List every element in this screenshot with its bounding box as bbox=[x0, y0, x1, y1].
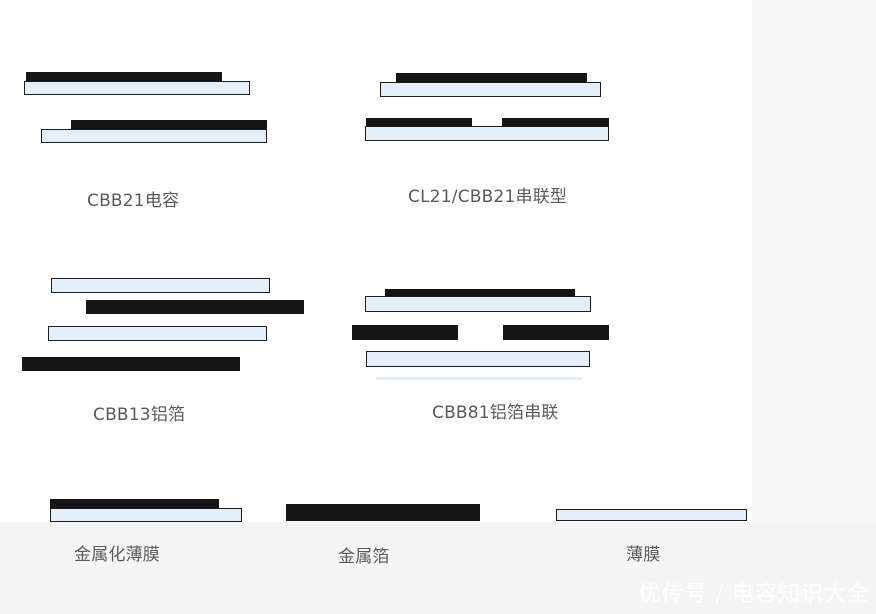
bottom-gray-panel bbox=[0, 522, 876, 614]
legend-label: 薄膜 bbox=[626, 545, 661, 565]
foil-layer bbox=[385, 289, 575, 298]
foil-layer bbox=[86, 300, 304, 314]
faint-background-text bbox=[650, 240, 654, 253]
foil-layer bbox=[286, 504, 480, 521]
film-layer bbox=[51, 278, 270, 293]
film-layer bbox=[365, 296, 591, 312]
foil-layer bbox=[396, 73, 587, 83]
foil-layer bbox=[502, 118, 609, 128]
watermark: 优传号 / 电容知识大全 bbox=[638, 582, 870, 607]
diagram-label: CBB21电容 bbox=[87, 191, 180, 211]
legend-label: 金属箔 bbox=[338, 547, 390, 567]
diagram-label: CBB13铝箔 bbox=[93, 405, 186, 425]
foil-layer bbox=[352, 325, 458, 340]
film-layer bbox=[24, 81, 250, 95]
film-shadow bbox=[376, 377, 582, 380]
film-layer bbox=[556, 509, 747, 521]
diagram-label: CL21/CBB21串联型 bbox=[408, 187, 568, 207]
foil-layer bbox=[22, 357, 240, 371]
foil-layer bbox=[503, 325, 609, 340]
film-layer bbox=[41, 129, 267, 143]
film-layer bbox=[365, 126, 609, 141]
right-gray-panel bbox=[752, 0, 876, 614]
film-layer bbox=[50, 508, 242, 522]
foil-layer bbox=[366, 118, 472, 128]
foil-layer bbox=[71, 120, 267, 130]
foil-layer bbox=[26, 72, 222, 82]
film-layer bbox=[48, 326, 267, 341]
film-layer bbox=[380, 82, 601, 97]
film-layer bbox=[366, 351, 590, 367]
foil-layer bbox=[50, 499, 219, 509]
diagram-label: CBB81铝箔串联 bbox=[432, 403, 559, 423]
legend-label: 金属化薄膜 bbox=[74, 545, 160, 565]
